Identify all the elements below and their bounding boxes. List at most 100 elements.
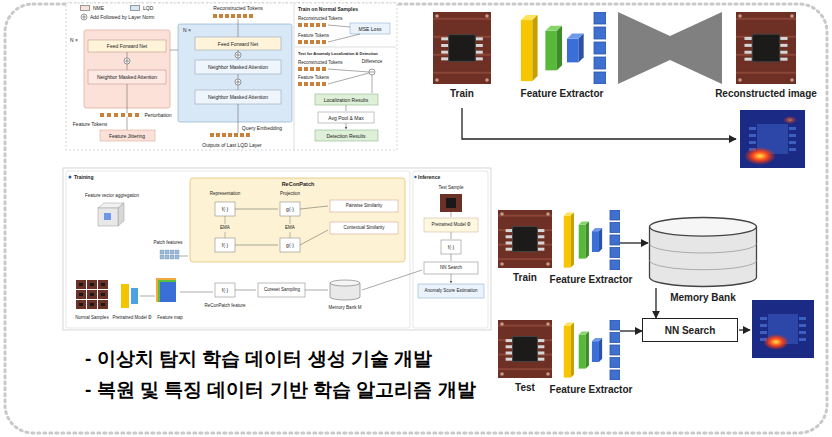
sample-grid (87, 280, 97, 289)
paper-figure (195, 90, 281, 104)
decoder-shape (618, 12, 722, 84)
paper-figure (294, 3, 396, 150)
patch-grid (160, 255, 164, 259)
heatmap (749, 134, 756, 137)
chip-illustration (475, 44, 482, 47)
feature-extractor: Feature Extractor (518, 12, 606, 84)
fe-illustration (586, 221, 589, 258)
chip-illustration (475, 51, 482, 54)
chip-illustration (506, 358, 513, 361)
sample-grid (76, 280, 108, 309)
token-row (246, 133, 250, 137)
figure-label: Feature Tokens (73, 122, 107, 127)
paper-figure (127, 50, 178, 130)
chip-illustration (500, 372, 504, 376)
heatmap (752, 300, 814, 358)
token-row (234, 133, 238, 137)
figure-label: g(·) (286, 207, 294, 212)
chip-illustration (752, 34, 780, 62)
token-row (121, 113, 125, 117)
paper-figure (235, 79, 241, 85)
paper-figure (330, 200, 398, 212)
chip-illustration (537, 235, 544, 238)
paper-figure (156, 278, 176, 302)
paper-figure (88, 40, 166, 52)
figure-label: ReConPatch (282, 181, 315, 187)
heatmap (789, 141, 796, 144)
node-label: Train (450, 88, 474, 99)
sample-grid (79, 293, 83, 296)
chip-illustration (738, 78, 742, 82)
paper-figure (413, 171, 488, 328)
token-row (128, 113, 132, 117)
token-row (237, 14, 241, 18)
chip-illustration (537, 229, 544, 232)
node-label: Test (515, 382, 535, 393)
figure-label: Representation (210, 192, 241, 197)
fe-illustration (571, 212, 574, 267)
flow-arrow (620, 330, 642, 331)
figure-label: Projection (280, 192, 300, 197)
fe-illustration (610, 358, 620, 368)
figure-label: N × (183, 28, 191, 33)
figure-label: Neighbor Masked Attention (208, 95, 268, 100)
heatmap (763, 334, 789, 350)
sample-grid (90, 303, 94, 306)
figure-label: EMA (220, 226, 230, 231)
patch-grid (175, 255, 179, 259)
fe-illustration (594, 27, 606, 39)
chip-illustration (441, 44, 448, 47)
chip-illustration (435, 14, 439, 18)
paper-figure (315, 130, 378, 141)
token-row (316, 23, 320, 27)
figure-label: Test for Anomaly Localization & Detectio… (298, 52, 378, 56)
figure-label: Pretrained Model Φ (112, 316, 151, 321)
chip-illustration (506, 351, 513, 354)
chip-illustration (780, 51, 788, 54)
heatmap (783, 116, 797, 124)
chip-illustration (441, 57, 448, 60)
chip-illustration (498, 320, 552, 378)
figure-label: Feed Forward Net (218, 41, 258, 46)
fe-illustration (518, 12, 606, 84)
fe-illustration (557, 26, 562, 71)
chip-illustration (736, 12, 796, 84)
function-box (215, 202, 235, 216)
paper-figure (158, 280, 176, 302)
sample-grid (87, 290, 97, 299)
token-row (316, 67, 320, 71)
chip-illustration (441, 37, 448, 40)
cyl-illustration (650, 218, 757, 237)
heatmap (789, 148, 796, 151)
paper-figure (235, 52, 241, 58)
sample-grid (76, 300, 86, 309)
input-image: Test (498, 320, 552, 378)
paper-figure (178, 24, 292, 122)
token-row (298, 40, 302, 44)
patch-grid (160, 250, 164, 254)
chip-illustration (744, 58, 752, 61)
heatmap (789, 134, 796, 137)
leader-arrow (462, 108, 736, 139)
paper-figure (66, 3, 397, 150)
token-row (114, 113, 118, 117)
bullet-text: - 복원 및 특징 데이터 기반 학습 알고리즘 개발 (85, 380, 476, 399)
function-box (441, 240, 461, 254)
heatmap (799, 324, 806, 327)
chip-illustration (738, 14, 742, 18)
figure-label: f(·) (448, 245, 454, 250)
heatmap (799, 338, 806, 341)
figure-label: f(·) (222, 288, 228, 293)
cyl-illustration (648, 216, 758, 288)
paper-figure (330, 222, 398, 234)
chip-illustration (498, 320, 552, 378)
fe-illustration (610, 320, 620, 330)
sample-grid (101, 303, 105, 306)
fe-illustration (521, 20, 533, 81)
figure-label: Reconstructed Tokens (298, 61, 342, 66)
function-box (258, 283, 305, 297)
figure-label: Difference (362, 60, 382, 65)
fe-illustration (610, 223, 620, 233)
paper-figure (63, 168, 491, 330)
sample-grid (98, 290, 108, 299)
